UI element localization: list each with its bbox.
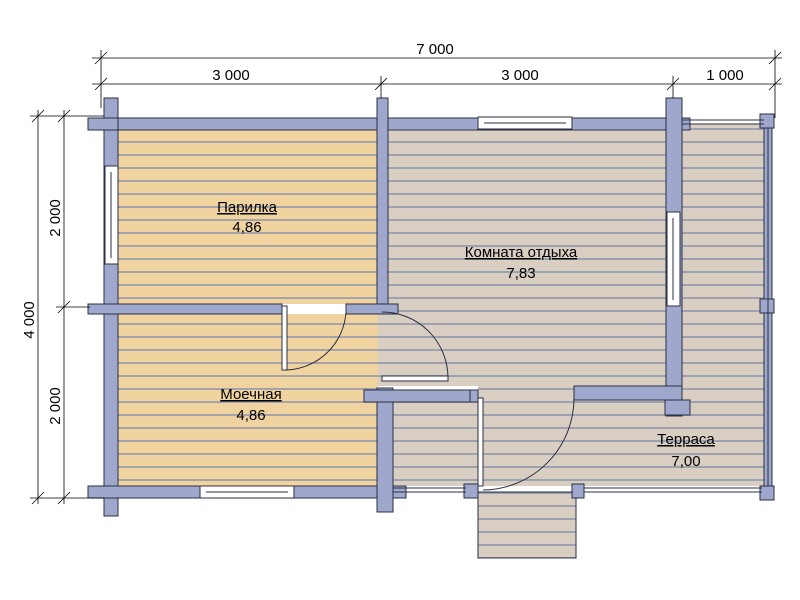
terrace-floor bbox=[478, 386, 770, 486]
terrace-area: 7,00 bbox=[671, 453, 700, 470]
washroom-name: Моечная bbox=[220, 386, 281, 403]
rest-room-area: 7,83 bbox=[506, 265, 535, 282]
posts bbox=[463, 113, 775, 501]
windows bbox=[104, 116, 681, 499]
steam-room-area: 4,86 bbox=[232, 219, 261, 236]
terrace-side-floor bbox=[682, 124, 770, 386]
dim-segment-3: 1 000 bbox=[706, 67, 744, 84]
rest-room-name: Комната отдыха bbox=[465, 244, 578, 261]
dimension-lines bbox=[30, 50, 782, 505]
dim-lower-height: 2 000 bbox=[47, 387, 64, 425]
terrace-railing bbox=[393, 119, 769, 493]
washroom-floor bbox=[118, 314, 378, 486]
doors bbox=[281, 305, 575, 491]
entrance-steps bbox=[477, 491, 577, 559]
washroom-area: 4,86 bbox=[236, 407, 265, 424]
corridor-floor bbox=[393, 400, 478, 486]
dim-segment-2: 3 000 bbox=[501, 67, 539, 84]
steam-room-floor bbox=[118, 130, 378, 304]
rest-room-floor bbox=[378, 130, 668, 386]
steam-room-name: Парилка bbox=[217, 199, 277, 216]
dim-total-height: 4 000 bbox=[21, 301, 38, 339]
dim-total-width: 7 000 bbox=[416, 41, 454, 58]
dim-segment-1: 3 000 bbox=[212, 67, 250, 84]
dim-upper-height: 2 000 bbox=[47, 199, 64, 237]
terrace-name: Терраса bbox=[657, 431, 715, 448]
